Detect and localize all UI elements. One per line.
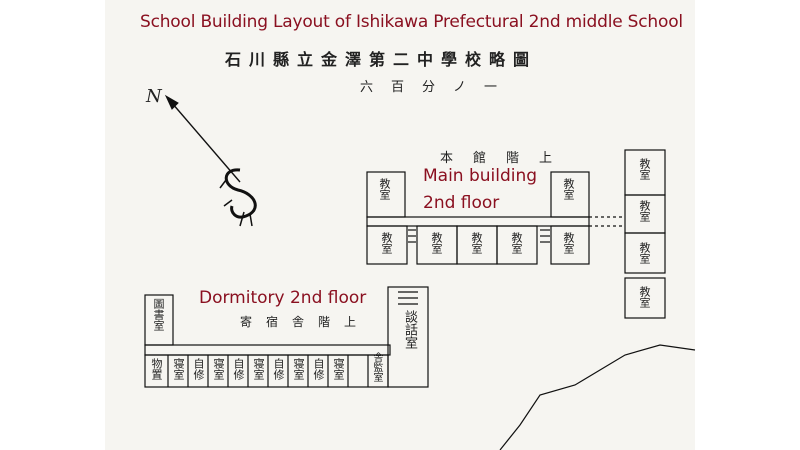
dorm-room-label: 物置 xyxy=(150,358,163,380)
dorm-library-label: 圖書室 xyxy=(152,298,165,331)
dorm-room-label: 自修 xyxy=(232,358,245,380)
wing-room-label: 教室 xyxy=(638,242,651,264)
compass-s-ornament xyxy=(219,168,257,227)
compass-arrow xyxy=(164,94,241,183)
site-boundary xyxy=(499,344,696,450)
main-room-bottom-5 xyxy=(550,225,590,265)
main-building-floor-label: 2nd floor xyxy=(423,193,500,213)
dorm-room-label: 寝室 xyxy=(212,358,225,380)
dormitory-japanese-heading: 寄宿舎階上 xyxy=(240,315,371,329)
diagram-title: School Building Layout of Ishikawa Prefe… xyxy=(140,12,683,32)
scale-note: 六百分ノ一 xyxy=(360,80,516,95)
main-room-label: 教室 xyxy=(510,232,523,254)
wing-room-label: 教室 xyxy=(638,158,651,180)
main-building-label: Main building xyxy=(423,166,538,186)
wing-room-3 xyxy=(624,232,666,274)
main-room-label: 教室 xyxy=(430,232,443,254)
dorm-talk-room-label: 談話室 xyxy=(402,310,417,349)
dorm-room-label: 寝室 xyxy=(172,358,185,380)
dorm-room-label: 寝室 xyxy=(292,358,305,380)
main-room-label: 教室 xyxy=(470,232,483,254)
dorm-room-label: 自修 xyxy=(312,358,325,380)
main-room-label: 教室 xyxy=(562,178,575,200)
dorm-room-label: 自修 xyxy=(272,358,285,380)
dorm-talk-room xyxy=(387,286,429,388)
dormitory-plan xyxy=(144,286,429,388)
dorm-room-label: 寝室 xyxy=(332,358,345,380)
dorm-room-label: 舎監室 xyxy=(371,352,382,382)
main-room-label: 教室 xyxy=(562,232,575,254)
dorm-room-label: 自修 xyxy=(192,358,205,380)
main-room-label: 教室 xyxy=(380,232,393,254)
main-room-bottom-1 xyxy=(366,225,408,265)
main-room-bottom-4 xyxy=(496,225,538,265)
north-marker: N xyxy=(146,86,162,107)
wing-room-label: 教室 xyxy=(638,200,651,222)
main-building-japanese-heading: 本館階上 xyxy=(440,151,573,166)
dorm-room-row xyxy=(144,354,389,388)
main-building-plan xyxy=(366,149,666,319)
wing-room-4 xyxy=(624,277,666,319)
dorm-room-label: 寝室 xyxy=(252,358,265,380)
dorm-corridor xyxy=(144,344,391,356)
japanese-title: 石川縣立金澤第二中學校略圖 xyxy=(225,50,538,69)
main-corridor xyxy=(366,216,590,227)
main-room-label: 教室 xyxy=(378,178,391,200)
wing-room-label: 教室 xyxy=(638,286,651,308)
dormitory-label: Dormitory 2nd floor xyxy=(199,288,367,308)
paper-sheet xyxy=(105,0,695,450)
